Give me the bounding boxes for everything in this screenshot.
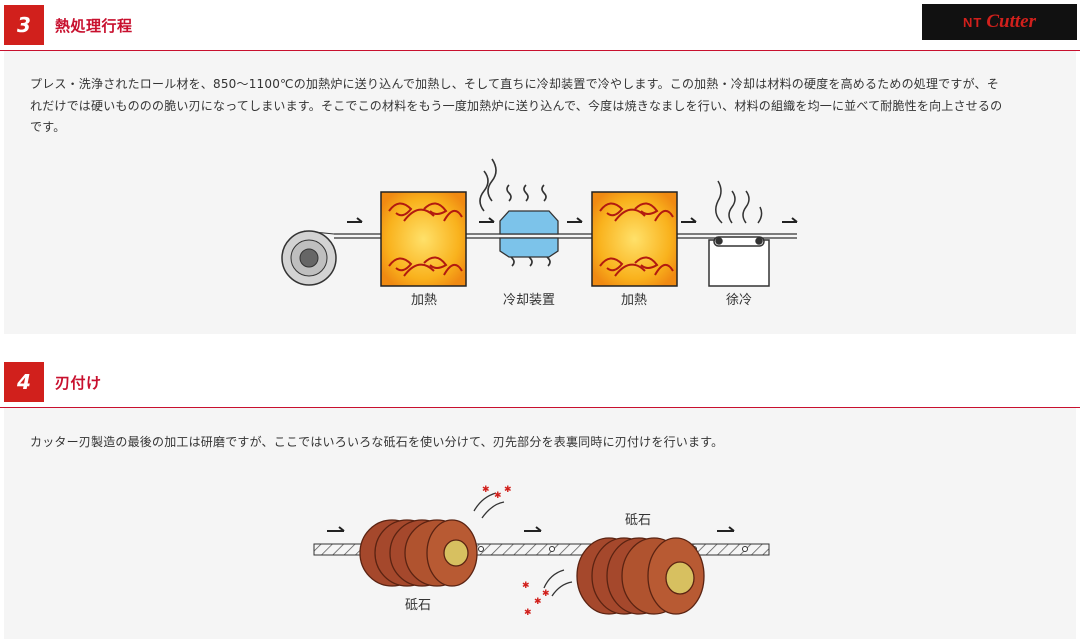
label-grinding-stone-2: 砥石: [625, 513, 651, 528]
label-grinding-stone-1: 砥石: [405, 598, 431, 613]
flow-arrow-icon: [327, 526, 735, 532]
label-slow-cooling: 徐冷: [726, 293, 752, 308]
section-description: プレス・洗浄されたロール材を、850〜1100℃の加熱炉に送り込んで加熱し、そし…: [30, 74, 1050, 139]
svg-text:✱: ✱: [482, 485, 490, 495]
logo-prefix: NT: [963, 14, 983, 30]
roll-coil-icon: [281, 230, 337, 286]
grinding-stone-icon: [359, 519, 478, 587]
label-heating-2: 加熱: [621, 293, 647, 308]
description-line: プレス・洗浄されたロール材を、850〜1100℃の加熱炉に送り込んで加熱し、そし…: [30, 77, 999, 91]
sharpening-diagram: ✱✱✱ ✱✱✱✱ 砥石 砥石: [313, 485, 770, 618]
heating-furnace-icon: [380, 191, 467, 287]
section-title: 刃付け: [55, 374, 102, 392]
label-cooling-device: 冷却装置: [503, 293, 555, 308]
heat-treatment-diagram: 加熱 冷却装置 加熱 徐冷: [281, 158, 798, 308]
blade-strip: [313, 543, 770, 556]
section-sharpening: 4 刃付け カッター刃製造の最後の加工は研磨ですが、ここではいろいろな砥石を使い…: [0, 357, 1080, 639]
section-number-badge: 3: [4, 5, 44, 45]
section-number-badge: 4: [4, 362, 44, 402]
svg-text:✱: ✱: [524, 608, 532, 618]
section-header: 4 刃付け: [0, 357, 1080, 408]
flow-arrow-icon: [347, 217, 798, 223]
section-description: カッター刃製造の最後の加工は研磨ですが、ここではいろいろな砥石を使い分けて、刃先…: [30, 435, 724, 449]
section-title: 熱処理行程: [55, 17, 133, 35]
nt-cutter-logo[interactable]: NT Cutter: [922, 4, 1077, 40]
svg-text:✱: ✱: [542, 589, 550, 599]
section-body: プレス・洗浄されたロール材を、850〜1100℃の加熱炉に送り込んで加熱し、そし…: [4, 51, 1076, 334]
svg-text:✱: ✱: [534, 597, 542, 607]
steam-icon: [479, 158, 551, 267]
slow-cooling-icon: [708, 180, 770, 287]
section-header: 3 熱処理行程 NT Cutter: [0, 0, 1080, 51]
spark-icon: ✱✱✱: [473, 485, 512, 519]
spark-icon: ✱✱✱✱: [522, 569, 573, 618]
svg-text:✱: ✱: [522, 581, 530, 591]
cooling-device-icon: [499, 210, 559, 258]
svg-text:✱: ✱: [504, 485, 512, 495]
logo-name: Cutter: [986, 11, 1036, 32]
description-line: です。: [30, 120, 66, 134]
heating-furnace-icon: [591, 191, 678, 287]
label-heating-1: 加熱: [411, 293, 437, 308]
section-body: カッター刃製造の最後の加工は研磨ですが、ここではいろいろな砥石を使い分けて、刃先…: [4, 408, 1076, 639]
svg-text:✱: ✱: [494, 491, 502, 501]
grinding-stone-icon: [576, 537, 705, 615]
description-line: れだけでは硬いもののの脆い刃になってしまいます。そこでこの材料をもう一度加熱炉に…: [30, 98, 1003, 113]
section-heat-treatment: 3 熱処理行程 NT Cutter プレス・洗浄されたロール材を、850〜110…: [0, 0, 1080, 334]
